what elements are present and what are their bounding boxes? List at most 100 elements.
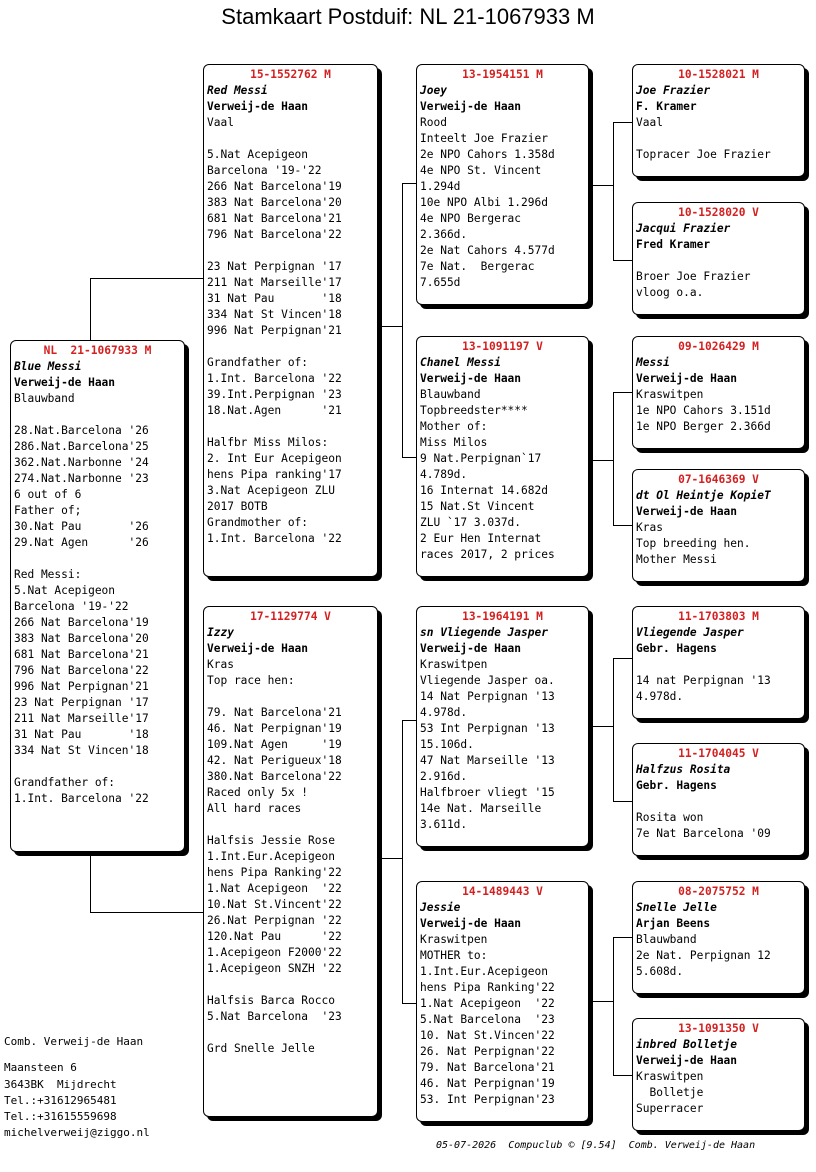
ring-number: NL 21-1067933 M (43, 344, 152, 357)
info-line: 4.978d. (420, 706, 468, 719)
connector (592, 1001, 613, 1002)
connector (382, 858, 402, 859)
info-line: 7e Nat. Bergerac (420, 260, 535, 273)
info-line: 7e Nat Barcelona '09 (636, 827, 771, 840)
info-line (207, 977, 377, 993)
info-line: Vaal (636, 116, 663, 129)
info-line: races 2017, 2 prices (420, 548, 555, 561)
breeder-name: Verweij-de Haan (636, 505, 738, 518)
info-line: Grd Snelle Jelle (207, 1042, 315, 1055)
info-line (636, 131, 804, 147)
breeder-name: Verweij-de Haan (636, 1054, 738, 1067)
connector (613, 937, 633, 938)
breeder-name: Gebr. Hagens (636, 779, 717, 792)
connector (613, 392, 633, 393)
breeder-name: Verweij-de Haan (420, 372, 522, 385)
info-line: hens Pipa Ranking'22 (207, 866, 342, 879)
info-line: 47 Nat Marseille '13 (420, 754, 555, 767)
info-line (207, 817, 377, 833)
info-line: hens Pipa Ranking'22 (420, 981, 555, 994)
connector (90, 278, 91, 340)
info-line: 26. Nat Perpignan'22 (420, 1045, 555, 1058)
footer: 05-07-2026 Compuclub © [9.54] Comb. Verw… (436, 1140, 756, 1151)
info-line: Barcelona '19-'22 (207, 164, 322, 177)
info-line: 14 nat Perpignan '13 (636, 674, 771, 687)
ring-number: 07-1646369 V (678, 473, 759, 486)
connector (613, 658, 614, 801)
info-line (207, 339, 377, 355)
owner-phone-2: Tel.:+31615559698 (4, 1110, 117, 1123)
info-line: 5.Nat Acepigeon (14, 584, 116, 597)
info-line: 796 Nat Barcelona'22 (14, 664, 149, 677)
info-line: 53 Int Perpignan '13 (420, 722, 555, 735)
info-line (207, 689, 377, 705)
info-line (14, 759, 184, 775)
breeder-name: Verweij-de Haan (420, 100, 522, 113)
info-line: Mother of: (420, 420, 488, 433)
pigeon-name: Snelle Jelle (636, 901, 717, 914)
ring-number: 17-1129774 V (250, 610, 331, 623)
info-line: 29.Nat Agen '26 (14, 536, 149, 549)
ring-number: 13-1954151 M (462, 68, 543, 81)
connector (613, 122, 633, 123)
connector (592, 460, 613, 461)
info-line: MOTHER to: (420, 949, 488, 962)
pigeon-name: sn Vliegende Jasper (420, 626, 548, 639)
info-line: Grandmother of: (207, 516, 309, 529)
info-line: Kraswitpen (636, 1070, 704, 1083)
breeder-name: Verweij-de Haan (207, 100, 309, 113)
info-line: All hard races (207, 802, 302, 815)
connector (613, 1075, 633, 1076)
info-line: vloog o.a. (636, 286, 704, 299)
breeder-name: Gebr. Hagens (636, 642, 717, 655)
info-line: 18.Nat.Agen '21 (207, 404, 342, 417)
connector (90, 852, 91, 912)
info-line: 2e Nat. Perpignan 12 (636, 949, 771, 962)
ring-number: 13-1964191 M (462, 610, 543, 623)
connector (402, 183, 403, 457)
ring-number: 10-1528021 M (678, 68, 759, 81)
connector (402, 720, 403, 1003)
info-line: 211 Nat Marseille'17 (14, 712, 149, 725)
info-line: 4e NPO Bergerac (420, 212, 522, 225)
info-line: 1.Int.Eur.Acepigeon (207, 850, 335, 863)
pigeon-name: Red Messi (207, 84, 268, 97)
info-line: 23 Nat Perpignan '17 (207, 260, 342, 273)
info-line: 26.Nat Perpignan '22 (207, 914, 342, 927)
info-line (636, 657, 804, 673)
ring-number: 15-1552762 M (250, 68, 331, 81)
info-line (636, 253, 804, 269)
breeder-name: F. Kramer (636, 100, 697, 113)
info-line: 996 Nat Perpignan'21 (14, 680, 149, 693)
pigeon-name: Joey (420, 84, 447, 97)
info-line: 39.Int.Perpignan '23 (207, 388, 342, 401)
info-line: 31 Nat Pau '18 (14, 728, 149, 741)
info-line: 380.Nat Barcelona'22 (207, 770, 342, 783)
info-line: 2. Int Eur Acepigeon (207, 452, 342, 465)
info-line: 15.106d. (420, 738, 474, 751)
info-line: Barcelona '19-'22 (14, 600, 129, 613)
info-line: 10. Nat St.Vincen'22 (420, 1029, 555, 1042)
info-line (14, 407, 184, 423)
info-line (207, 243, 377, 259)
info-line (14, 551, 184, 567)
info-line: Inteelt Joe Frazier (420, 132, 548, 145)
owner-email: michelverweij@ziggo.nl (4, 1126, 150, 1139)
info-line: 266 Nat Barcelona'19 (14, 616, 149, 629)
info-line: 1.Nat Acepigeon '22 (207, 882, 342, 895)
